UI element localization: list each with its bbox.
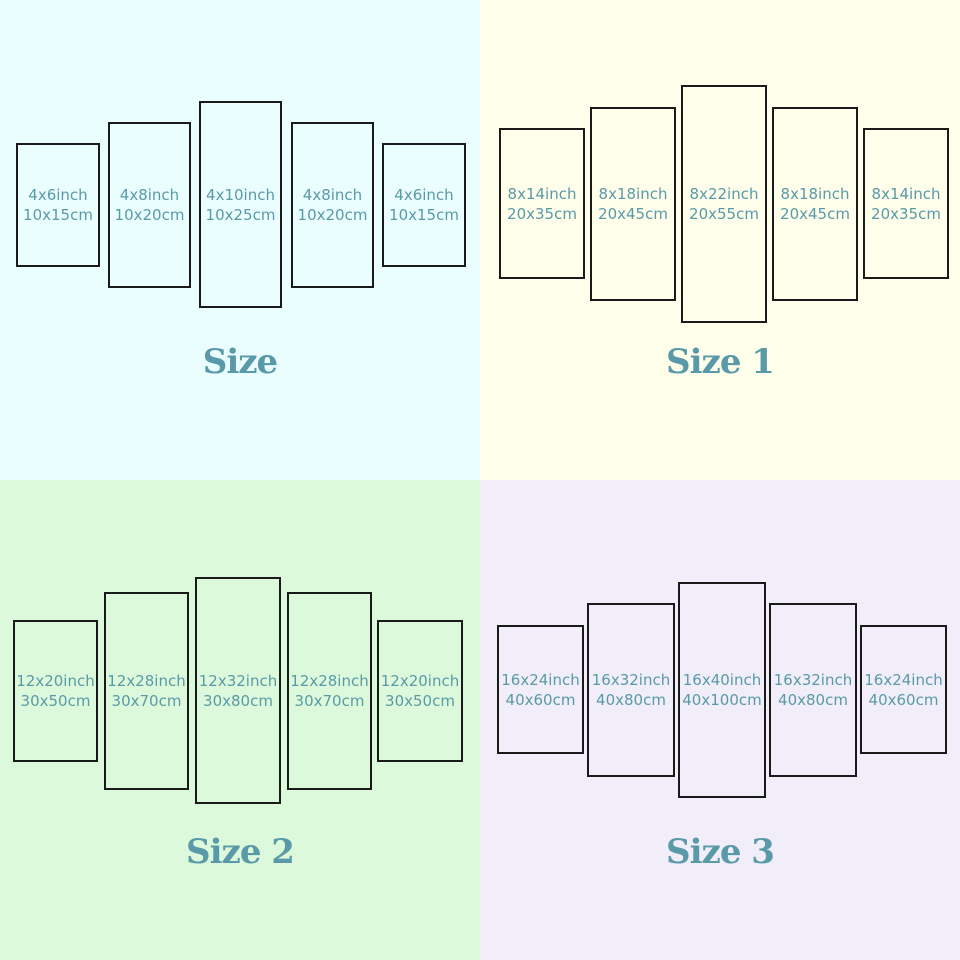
panel-cm-label: 40x60cm (868, 690, 939, 709)
size-3-title: Size 3 (666, 832, 775, 872)
panel-cm-label: 10x25cm (205, 205, 276, 224)
canvas-panel-2: 12x28inch 30x70cm (104, 592, 189, 790)
panel-inch-label: 12x20inch (16, 672, 95, 690)
panel-cm-label: 10x20cm (297, 206, 368, 224)
panel-cm-label: 20x45cm (780, 205, 850, 223)
panel-inch-label: 8x22inch (689, 185, 759, 203)
quadrant-size-2: 12x20inch 30x50cm 12x28inch 30x70cm 12x3… (0, 480, 480, 960)
canvas-panel-1: 12x20inch 30x50cm (13, 620, 98, 762)
panel-cm-label: 30x80cm (203, 691, 273, 710)
panel-cm-label: 30x50cm (385, 692, 455, 710)
panel-cm-label: 10x20cm (114, 206, 185, 224)
canvas-panel-1: 4x6inch 10x15cm (16, 143, 100, 267)
panel-inch-label: 4x10inch (206, 185, 275, 204)
panel-cm-label: 40x100cm (682, 691, 762, 709)
panel-inch-label: 4x6inch (394, 186, 454, 204)
canvas-panel-2: 4x8inch 10x20cm (108, 122, 191, 288)
panel-cm-label: 20x35cm (871, 204, 941, 223)
canvas-panel-1: 8x14inch 20x35cm (499, 128, 585, 279)
canvas-panel-2: 8x18inch 20x45cm (590, 107, 676, 301)
canvas-panel-5: 8x14inch 20x35cm (863, 128, 949, 279)
panel-cm-label: 40x80cm (596, 691, 666, 709)
size-title: Size (202, 342, 278, 382)
panel-inch-label: 16x24inch (501, 670, 580, 689)
panel-inch-label: 16x40inch (682, 671, 762, 689)
canvas-panel-3: 16x40inch 40x100cm (678, 582, 766, 798)
canvas-panel-5: 12x20inch 30x50cm (377, 620, 463, 762)
canvas-panel-3: 4x10inch 10x25cm (199, 101, 282, 308)
panel-cm-label: 30x70cm (294, 692, 365, 710)
canvas-panel-3: 12x32inch 30x80cm (195, 577, 281, 804)
canvas-panel-1: 16x24inch 40x60cm (497, 625, 584, 754)
panel-inch-label: 12x28inch (290, 672, 369, 690)
canvas-panel-2: 16x32inch 40x80cm (587, 603, 675, 777)
canvas-panel-4: 16x32inch 40x80cm (769, 603, 857, 777)
canvas-panel-5: 16x24inch 40x60cm (860, 625, 947, 754)
panel-inch-label: 4x8inch (302, 186, 363, 204)
panel-inch-label: 16x24inch (864, 670, 943, 689)
panel-inch-label: 16x32inch (591, 671, 671, 689)
panel-cm-label: 20x55cm (689, 205, 759, 223)
panel-cm-label: 10x15cm (389, 206, 459, 224)
canvas-panel-5: 4x6inch 10x15cm (382, 143, 466, 267)
quadrant-size: 4x6inch 10x15cm 4x8inch 10x20cm 4x10inch… (0, 0, 480, 480)
size-2-title: Size 2 (186, 832, 295, 872)
quadrant-size-1: 8x14inch 20x35cm 8x18inch 20x45cm 8x22in… (480, 0, 960, 480)
canvas-panel-3: 8x22inch 20x55cm (681, 85, 767, 323)
panel-inch-label: 8x18inch (598, 185, 668, 203)
panel-inch-label: 8x14inch (507, 184, 577, 203)
panel-cm-label: 40x60cm (505, 690, 576, 709)
panel-inch-label: 4x8inch (119, 186, 180, 204)
canvas-panel-4: 12x28inch 30x70cm (287, 592, 372, 790)
size-1-title: Size 1 (666, 342, 775, 382)
panel-inch-label: 16x32inch (773, 671, 853, 689)
panel-cm-label: 10x15cm (23, 206, 93, 224)
canvas-panel-4: 8x18inch 20x45cm (772, 107, 858, 301)
panel-inch-label: 12x28inch (107, 672, 186, 690)
panel-inch-label: 8x14inch (871, 184, 941, 203)
panel-inch-label: 8x18inch (780, 185, 850, 203)
panel-cm-label: 30x70cm (111, 692, 182, 710)
canvas-panel-4: 4x8inch 10x20cm (291, 122, 374, 288)
panel-cm-label: 30x50cm (20, 692, 91, 710)
panel-cm-label: 40x80cm (778, 691, 848, 709)
panel-cm-label: 20x35cm (507, 204, 577, 223)
panel-cm-label: 20x45cm (598, 205, 668, 223)
panel-inch-label: 12x32inch (198, 671, 278, 690)
panel-inch-label: 4x6inch (28, 186, 88, 204)
panel-inch-label: 12x20inch (380, 672, 460, 690)
quadrant-size-3: 16x24inch 40x60cm 16x32inch 40x80cm 16x4… (480, 480, 960, 960)
